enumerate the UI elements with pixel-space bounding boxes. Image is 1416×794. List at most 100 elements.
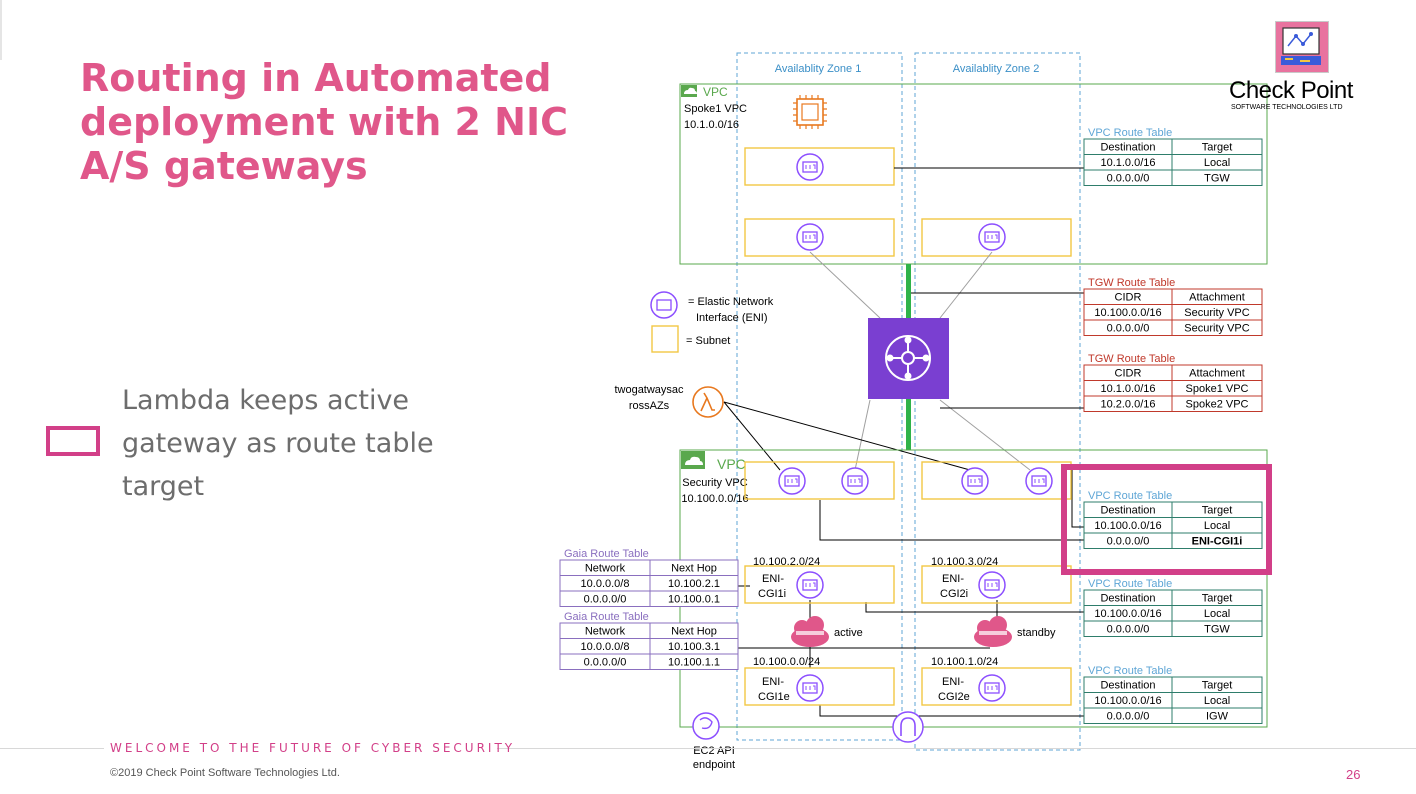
route-table-header: Target [1202,593,1233,605]
internal-subnet-az1 [744,565,895,604]
slide-edge [0,0,2,60]
legend-eni-line1: = Elastic Network [688,296,774,308]
eni-icon [978,674,1006,702]
spoke-vpc-cidr: 10.1.0.0/16 [684,119,739,131]
route-table-header: Attachment [1189,292,1245,304]
route-table-cell: 10.100.0.0/16 [1094,307,1161,319]
lambda-icon [692,386,724,418]
eni-icon [796,223,824,251]
eni-label: ENI- [762,573,784,585]
footer-divider [497,748,1416,749]
route-table-cell: 0.0.0.0/0 [1107,536,1150,548]
eni-icons [778,153,1053,702]
eni-label: CGI1i [758,588,786,600]
route-table-header: Target [1202,142,1233,154]
tgw-links [809,251,1031,471]
route-table-cell: Local [1204,695,1230,707]
subnet-cidr: 10.100.3.0/24 [931,556,998,568]
route-table-frame [1083,501,1263,549]
route-table-header: Target [1202,505,1233,517]
route-table-cell: TGW [1204,173,1230,185]
bullet-line: gateway as route table [122,428,434,459]
route-table-cell: 10.100.0.0/16 [1094,695,1161,707]
legend-subnet: = Subnet [686,335,730,347]
route-table-cell: TGW [1204,624,1230,636]
spoke-subnet-az1-b [744,218,895,257]
ec2-endpoint-line2: endpoint [693,759,735,771]
route-table-frame [559,559,739,607]
route-table-frame [1083,676,1263,724]
eni-icon [796,153,824,181]
route-table-header: Attachment [1189,368,1245,380]
route-table-title: VPC Route Table [1088,490,1172,502]
route-table-cell: 10.100.0.0/16 [1094,608,1161,620]
subnet-legend-swatch [651,325,679,353]
route-table-cell: 0.0.0.0/0 [1107,173,1150,185]
subnet-cidr: 10.100.0.0/24 [753,656,820,668]
route-table-cell: Local [1204,157,1230,169]
security-vpc-name: Security VPC [682,477,747,489]
page-number: 26 [1346,767,1361,782]
subnet-cidr: 10.100.1.0/24 [931,656,998,668]
route-table-cell: IGW [1206,711,1229,723]
route-table-header: Destination [1100,142,1155,154]
route-table-cell: 0.0.0.0/0 [584,594,627,606]
ec2-endpoint-icon [692,712,720,740]
route-table-title: VPC Route Table [1088,127,1172,139]
slide-title: Routing in Automated deployment with 2 N… [80,56,600,188]
external-subnet-az2 [921,667,1072,706]
route-table-title: TGW Route Table [1088,277,1175,289]
route-table-cell: Security VPC [1184,307,1249,319]
route-table-frame [1083,364,1263,412]
eni-icon [841,467,869,495]
eni-label: ENI- [762,676,784,688]
internal-subnet-az2 [921,565,1072,604]
eni-label: CGI1e [758,691,790,703]
ec2-endpoint-line1: EC2 API [693,745,735,757]
lambda-name-line2: rossAZs [629,400,670,412]
route-table-cell: 0.0.0.0/0 [584,657,627,669]
internet-gateway-icon [892,711,924,743]
gateway-active-label: active [834,627,863,639]
footer-divider [0,748,104,749]
eni-icon [796,571,824,599]
route-table-cell: 10.1.0.0/16 [1100,157,1155,169]
checkpoint-tagline: SOFTWARE TECHNOLOGIES LTD [1231,104,1343,111]
route-table-cell: Spoke2 VPC [1186,399,1249,411]
route-table-frame [1083,589,1263,637]
security-vpc-tag: VPC [717,456,746,472]
route-table-cell: 10.2.0.0/16 [1100,399,1155,411]
route-table-cell: 10.1.0.0/16 [1100,383,1155,395]
eni-label: CGI2e [938,691,970,703]
vpc-cloud-shape [684,87,697,94]
active-gateway-highlight [1061,464,1272,575]
spoke-subnet-az1-a [744,147,895,186]
route-table-frame [1083,138,1263,186]
checkpoint-logo-icon [1275,21,1329,73]
security-vpc-cidr: 10.100.0.0/16 [681,493,748,505]
route-table-cell: 10.100.2.1 [668,578,720,590]
route-table-cell: Spoke1 VPC [1186,383,1249,395]
route-table-header: Destination [1100,680,1155,692]
route-table-cell: 10.100.0.1 [668,594,720,606]
spoke-subnet-az2-b [921,218,1072,257]
eni-label: ENI- [942,573,964,585]
route-table-cell: 0.0.0.0/0 [1107,624,1150,636]
spoke-vpc-name: Spoke1 VPC [684,103,747,115]
route-lines [723,167,1084,717]
route-table-title: Gaia Route Table [564,611,649,623]
route-table-cell: Local [1204,608,1230,620]
bullet-line: target [122,471,205,502]
route-table-cell: Security VPC [1184,323,1249,335]
external-subnet-az1 [744,667,895,706]
route-table-header: CIDR [1115,292,1142,304]
